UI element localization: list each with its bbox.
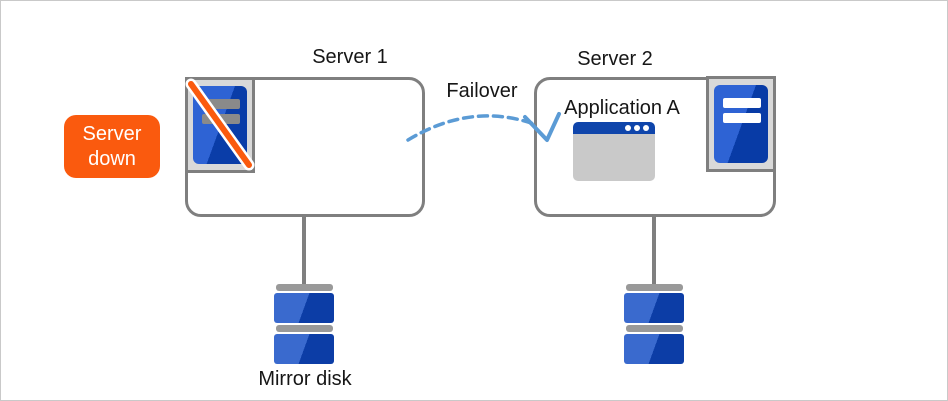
server-down-badge: Server down xyxy=(64,115,160,178)
window-dot-icon xyxy=(643,125,649,131)
window-dot-icon xyxy=(634,125,640,131)
server-slot-bar xyxy=(202,114,240,124)
server-slot-bar xyxy=(723,113,761,123)
disk-cap xyxy=(275,284,333,291)
server-slot-bar xyxy=(723,98,761,108)
server2-host-frame xyxy=(706,76,776,172)
disk-platter xyxy=(624,293,684,323)
server-up-icon xyxy=(714,85,768,163)
mirror-disk-label: Mirror disk xyxy=(258,368,352,390)
server2-label: Server 2 xyxy=(577,48,653,70)
server1-label: Server 1 xyxy=(312,46,388,68)
app-window-titlebar xyxy=(573,122,655,134)
mirror-disk-icon xyxy=(624,284,684,366)
app-window-body xyxy=(573,134,655,181)
disk-cap xyxy=(625,284,683,291)
server-down-badge-text: Server down xyxy=(82,122,142,170)
server1-disk-connector xyxy=(302,215,306,285)
application-label: Application A xyxy=(564,97,680,119)
disk-platter xyxy=(624,334,684,364)
server-down-icon xyxy=(193,86,247,164)
disk-cap xyxy=(625,325,683,332)
disk-platter xyxy=(274,334,334,364)
server2-disk-connector xyxy=(652,215,656,285)
app-window-icon xyxy=(573,122,655,181)
failover-label: Failover xyxy=(446,80,518,102)
disk-platter xyxy=(274,293,334,323)
server1-host-frame xyxy=(185,77,255,173)
failover-arrow-curve xyxy=(406,114,536,142)
disk-cap xyxy=(275,325,333,332)
window-dot-icon xyxy=(625,125,631,131)
mirror-disk-icon xyxy=(274,284,334,366)
server-slot-bar xyxy=(202,99,240,109)
